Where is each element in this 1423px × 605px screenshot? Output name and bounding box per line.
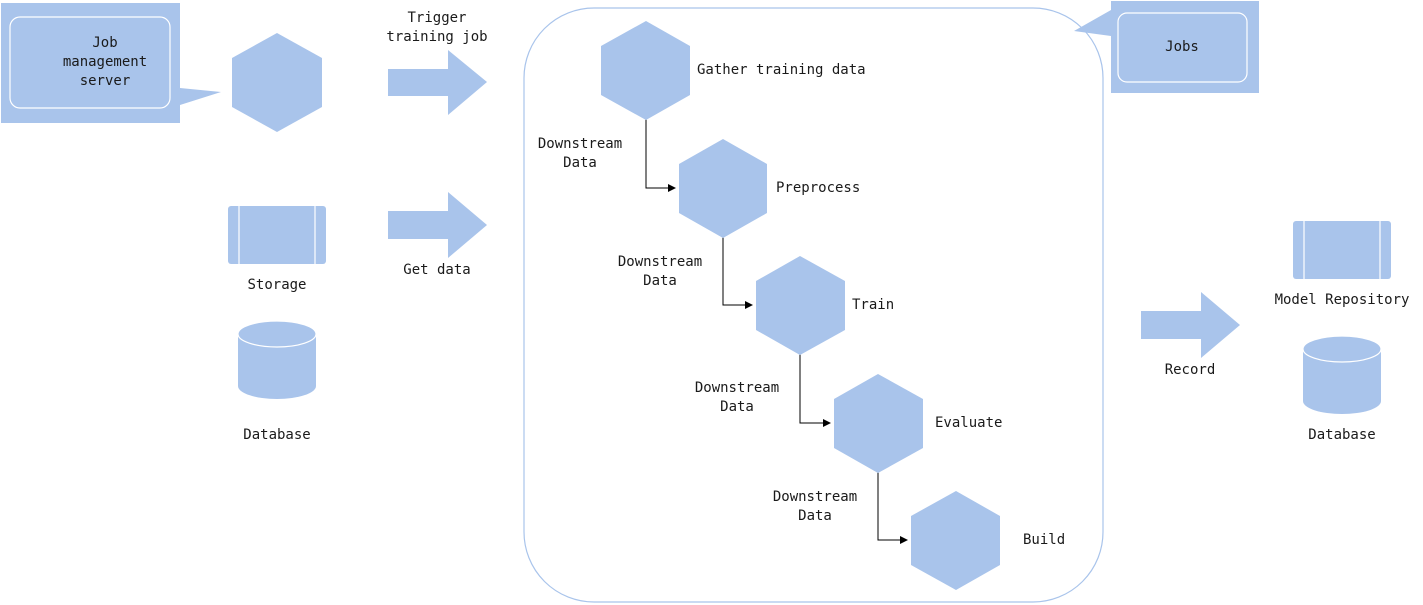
connector-label-4-line1: Downstream xyxy=(773,489,857,505)
record-label: Record xyxy=(1165,362,1216,378)
job-server-label-line3: server xyxy=(80,73,131,89)
trigger-label-line1: Trigger xyxy=(407,10,466,26)
connector-label-4-line2: Data xyxy=(798,508,832,524)
step-gather-hexagon-icon[interactable] xyxy=(601,21,690,120)
record-arrow[interactable] xyxy=(1141,292,1240,358)
step-build-hexagon-icon[interactable] xyxy=(911,491,1000,590)
database-right-label: Database xyxy=(1308,427,1375,443)
model-repository-storage-icon[interactable] xyxy=(1293,221,1391,279)
job-server-label-line1: Job xyxy=(92,35,117,51)
step-train-label: Train xyxy=(852,297,894,313)
connector-train-to-evaluate xyxy=(799,353,831,427)
storage-label: Storage xyxy=(247,277,306,293)
get-data-arrow[interactable] xyxy=(388,192,487,258)
connector-label-3-line2: Data xyxy=(720,399,754,415)
step-build-label: Build xyxy=(1023,532,1065,548)
connector-label-2-line2: Data xyxy=(643,273,677,289)
connector-label-3-line1: Downstream xyxy=(695,380,779,396)
job-management-server-callout[interactable]: Job management server xyxy=(1,3,221,123)
database-left-icon[interactable] xyxy=(237,320,317,399)
connector-preprocess-to-train xyxy=(722,236,753,309)
database-left-label: Database xyxy=(243,427,310,443)
step-evaluate-hexagon-icon[interactable] xyxy=(834,374,923,473)
database-right-icon[interactable] xyxy=(1302,335,1382,414)
jobs-callout[interactable]: Jobs xyxy=(1074,1,1259,93)
model-repository-label: Model Repository xyxy=(1275,292,1410,308)
get-data-label: Get data xyxy=(403,262,470,278)
step-evaluate-label: Evaluate xyxy=(935,415,1002,431)
jobs-label: Jobs xyxy=(1165,39,1199,55)
trigger-training-job-arrow[interactable] xyxy=(388,50,487,115)
step-train-hexagon-icon[interactable] xyxy=(756,256,845,355)
storage-icon[interactable] xyxy=(228,206,326,264)
connector-label-2-line1: Downstream xyxy=(618,254,702,270)
connector-gather-to-preprocess xyxy=(645,118,676,192)
pipeline-container[interactable] xyxy=(523,7,1104,603)
job-server-hexagon-icon[interactable] xyxy=(232,33,322,132)
step-preprocess-label: Preprocess xyxy=(776,180,860,196)
connector-label-1-line1: Downstream xyxy=(538,136,622,152)
connector-label-1-line2: Data xyxy=(563,155,597,171)
trigger-label-line2: training job xyxy=(386,29,487,45)
step-gather-label: Gather training data xyxy=(697,62,866,78)
step-preprocess-hexagon-icon[interactable] xyxy=(679,139,767,238)
connector-evaluate-to-build xyxy=(877,472,908,544)
job-server-label-line2: management xyxy=(63,54,147,70)
